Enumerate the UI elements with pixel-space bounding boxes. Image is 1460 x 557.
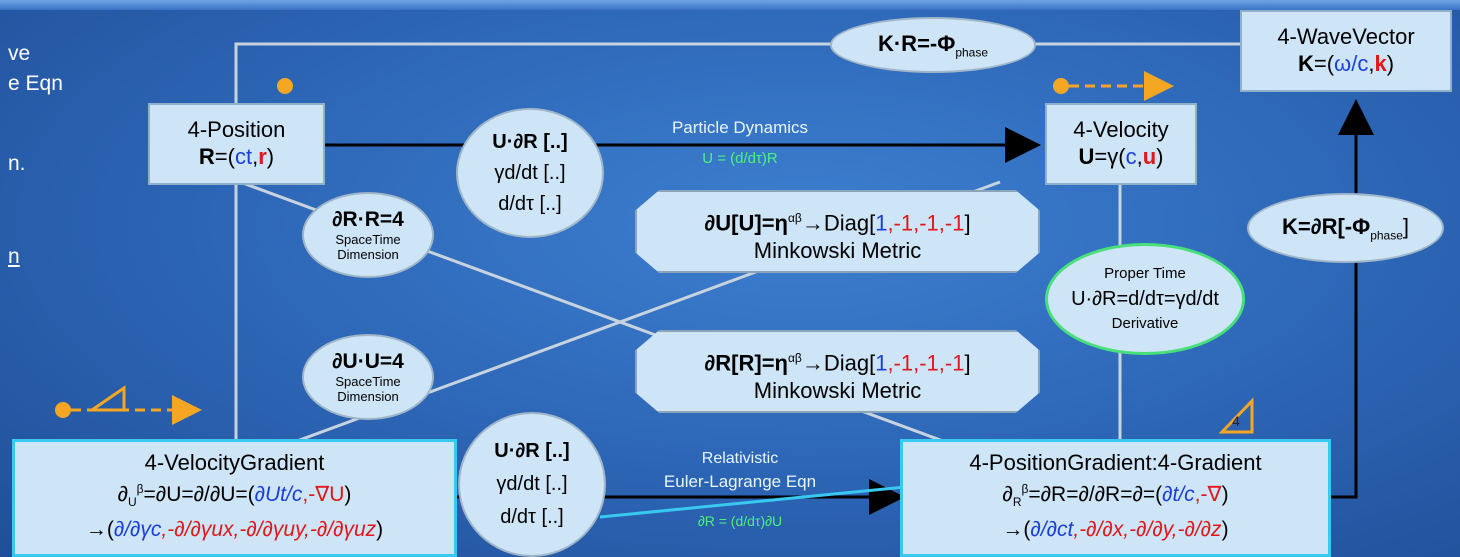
- posgrad-expansion: →(∂/∂ct,-∂/∂x,-∂/∂y,-∂/∂z): [1002, 518, 1229, 542]
- ellipse-proper-time: Proper Time U·∂R=d/dτ=γd/dt Derivative: [1045, 243, 1245, 355]
- ellipse-k-gradient: K=∂R[-Φphase]: [1247, 193, 1444, 263]
- ellipse-dim-r: ∂R·R=4 SpaceTime Dimension: [302, 192, 434, 278]
- node-4-velocity: 4-Velocity U=γ(c,u): [1045, 103, 1197, 185]
- node-4-wavevector: 4-WaveVector K=(ω/c,k): [1240, 10, 1452, 92]
- ellipse-kr-phase: K·R=-Φphase: [830, 17, 1036, 73]
- posgrad-title: 4-PositionGradient:4-Gradient: [969, 450, 1262, 475]
- node-4-position: 4-Position R=(ct,r): [148, 103, 325, 185]
- left-text-1: ve: [8, 42, 31, 65]
- velgrad-expansion: →(∂/∂γc,-∂/∂γux,-∂/∂γuy,-∂/∂γuz): [85, 518, 384, 542]
- metric-u-line1: ∂U[U]=ηαβ→Diag[1,-1,-1,-1]: [704, 210, 971, 236]
- metric-r-line1: ∂R[R]=ηαβ→Diag[1,-1,-1,-1]: [704, 350, 971, 376]
- metric-u-line2: Minkowski Metric: [753, 238, 922, 264]
- ellipse-operator-top: U·∂R [..] γd/dt [..] d/dτ [..]: [456, 108, 604, 238]
- label-euler-lagrange: Euler-Lagrange Eqn: [663, 472, 817, 491]
- velgrad-title: 4-VelocityGradient: [144, 450, 325, 475]
- label-dr-eq: ∂R = (d/dτ)∂U: [697, 513, 783, 529]
- label-particle-dynamics: Particle Dynamics: [671, 118, 809, 137]
- ellipse-operator-bottom: U·∂R [..] γd/dt [..] d/dτ [..]: [458, 412, 606, 557]
- wavevector-formula: K=(ω/c,k): [1297, 51, 1395, 76]
- velocity-title: 4-Velocity: [1073, 117, 1169, 142]
- metric-r: ∂R[R]=ηαβ→Diag[1,-1,-1,-1] Minkowski Met…: [635, 330, 1040, 413]
- left-text-4: n: [8, 245, 20, 268]
- node-4-velocity-gradient: 4-VelocityGradient ∂Uβ=∂U=∂/∂U=(∂Ut/c,-∇…: [12, 439, 457, 557]
- label-u-eq: U = (d/dτ)R: [702, 150, 778, 167]
- top-bar: [0, 0, 1460, 10]
- velocity-formula: U=γ(c,u): [1078, 144, 1164, 169]
- wavevector-title: 4-WaveVector: [1277, 24, 1415, 49]
- position-formula: R=(ct,r): [198, 144, 275, 169]
- posgrad-formula: ∂Rβ=∂R=∂/∂R=∂=(∂t/c,-∇): [1002, 482, 1229, 510]
- left-text-2: e Eqn: [8, 72, 63, 95]
- label-relativistic: Relativistic: [701, 450, 779, 467]
- triangle-label: 4: [1232, 413, 1240, 429]
- left-text-3: n.: [8, 152, 26, 175]
- velgrad-formula: ∂Uβ=∂U=∂/∂U=(∂Ut/c,-∇U): [117, 482, 352, 510]
- position-title: 4-Position: [187, 117, 286, 142]
- metric-u: ∂U[U]=ηαβ→Diag[1,-1,-1,-1] Minkowski Met…: [635, 190, 1040, 273]
- metric-r-line2: Minkowski Metric: [753, 378, 922, 404]
- node-4-position-gradient: 4-PositionGradient:4-Gradient ∂Rβ=∂R=∂/∂…: [900, 439, 1331, 557]
- ellipse-dim-u: ∂U·U=4 SpaceTime Dimension: [302, 334, 434, 420]
